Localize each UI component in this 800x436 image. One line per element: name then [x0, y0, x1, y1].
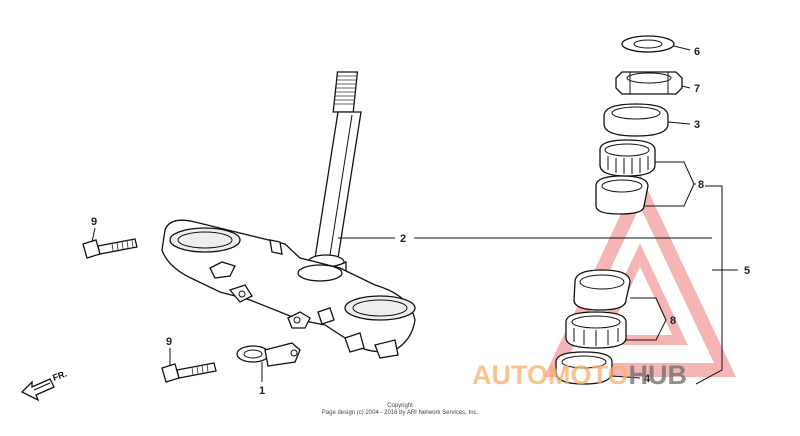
front-direction-arrow: FR. [20, 369, 68, 402]
callout-5: 5 [744, 265, 750, 277]
lower-triple-clamp[interactable] [161, 219, 416, 359]
callout-3: 3 [694, 119, 700, 131]
callout-2: 2 [400, 233, 406, 245]
lower-dust-seal[interactable] [555, 351, 613, 385]
callout-6: 6 [694, 46, 700, 58]
callout-8-lower: 8 [670, 315, 676, 327]
brake-hose-clamp[interactable] [236, 342, 301, 367]
watermark-hub: HUB [629, 360, 688, 390]
watermark-auto: AUTO [472, 360, 548, 390]
bolt-lower[interactable] [161, 362, 217, 383]
callout-7: 7 [694, 83, 700, 95]
lower-race[interactable] [573, 269, 631, 311]
footer-page-design: Page design (c) 2004 - 2016 by ARI Netwo… [322, 410, 479, 416]
lock-washer[interactable] [621, 35, 675, 53]
direction-label: FR. [51, 369, 68, 383]
callout-8-upper: 8 [698, 179, 704, 191]
stem-nut[interactable] [615, 71, 683, 95]
callout-4: 4 [644, 373, 651, 385]
callout-9-upper: 9 [91, 216, 97, 228]
callout-1: 1 [259, 385, 265, 397]
watermark-text: AUTOMOTOHUB [472, 360, 687, 390]
footer-copyright: Copyright [387, 403, 413, 409]
leader-lines [91, 45, 738, 385]
steering-stem[interactable] [305, 71, 362, 281]
dust-seal[interactable] [603, 103, 669, 137]
bolt-upper[interactable] [82, 238, 138, 259]
callout-9-lower: 9 [166, 336, 172, 348]
lower-bearing[interactable] [565, 311, 627, 349]
upper-bearing[interactable] [599, 139, 656, 177]
upper-race[interactable] [595, 175, 649, 215]
watermark-moto: MOTO [548, 360, 629, 390]
